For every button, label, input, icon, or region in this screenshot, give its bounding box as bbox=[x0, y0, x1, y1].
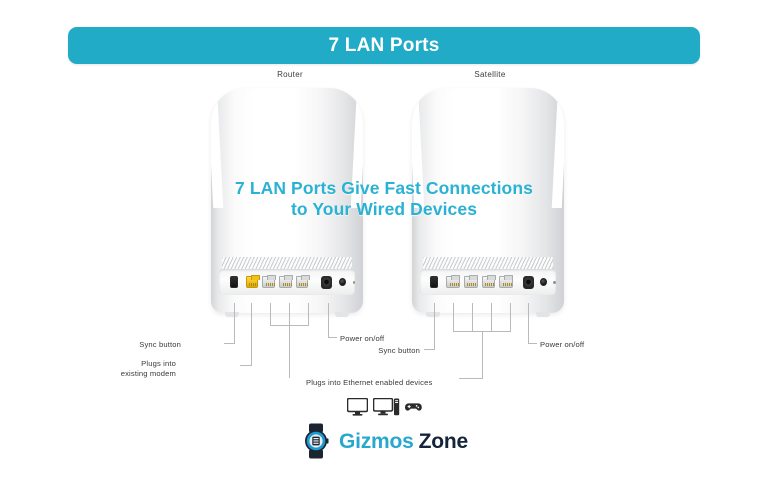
leader-sat-lan2 bbox=[472, 303, 473, 331]
leader-sat-lan1 bbox=[453, 303, 454, 331]
leader-router-lan2 bbox=[289, 303, 290, 325]
logo-text-primary: Gizmos bbox=[338, 429, 414, 453]
router-port-tray bbox=[219, 269, 356, 295]
router-sync-button[interactable] bbox=[230, 276, 238, 288]
leader-sat-lan-drop bbox=[482, 331, 483, 378]
leader-sat-power-h bbox=[528, 343, 537, 344]
leader-sat-sync bbox=[434, 303, 435, 349]
leader-sat-lan3 bbox=[491, 303, 492, 331]
page-title: 7 LAN Ports bbox=[328, 35, 440, 56]
desktop-computer-icon bbox=[372, 398, 399, 416]
satellite-top-taper bbox=[412, 88, 564, 208]
leader-router-power bbox=[328, 303, 329, 337]
satellite-foot-right bbox=[536, 312, 550, 317]
leader-sat-sync-h bbox=[424, 349, 435, 350]
header-banner: 7 LAN Ports bbox=[68, 27, 700, 64]
leader-sat-power bbox=[528, 303, 529, 343]
satellite-lan-port-3[interactable] bbox=[481, 275, 496, 288]
leader-router-wan bbox=[251, 303, 252, 365]
router-lan-port-3[interactable] bbox=[295, 275, 310, 288]
connected-devices-icons bbox=[0, 396, 768, 418]
router-lan-port-2[interactable] bbox=[279, 275, 293, 288]
leader-router-wan-h bbox=[240, 365, 252, 366]
leader-sat-lan4 bbox=[510, 303, 511, 331]
satellite-lan-port-1[interactable] bbox=[446, 275, 460, 288]
router-power-jack[interactable] bbox=[321, 275, 332, 289]
gamepad-icon bbox=[404, 403, 422, 411]
satellite-foot-left bbox=[426, 312, 440, 317]
smartwatch-icon bbox=[304, 423, 329, 459]
headline: 7 LAN Ports Give Fast Connections to You… bbox=[0, 178, 768, 220]
label-router-ethernet: Plugs into Ethernet enabled devices bbox=[306, 378, 433, 387]
satellite-power-jack[interactable] bbox=[522, 275, 534, 289]
satellite-lan-port-4[interactable] bbox=[499, 275, 513, 288]
label-satellite-sync: Sync button bbox=[378, 346, 420, 355]
satellite-status-led bbox=[553, 280, 557, 284]
router-top-taper bbox=[211, 88, 363, 208]
device-caption-satellite: Satellite bbox=[474, 70, 506, 79]
leader-router-sync bbox=[234, 303, 235, 343]
satellite-sync-button[interactable] bbox=[430, 276, 439, 288]
label-router-modem-line2: existing modem bbox=[120, 369, 176, 378]
router-status-led bbox=[352, 280, 356, 284]
leader-router-sync-h bbox=[224, 343, 235, 344]
leader-router-lan1 bbox=[270, 303, 271, 325]
logo-text-secondary: Zone bbox=[418, 429, 469, 453]
device-router bbox=[211, 88, 363, 317]
headline-line-1: 7 LAN Ports Give Fast Connections bbox=[235, 178, 533, 198]
satellite-power-button[interactable] bbox=[539, 278, 548, 286]
router-foot-left bbox=[225, 312, 239, 317]
router-foot-right bbox=[335, 312, 349, 317]
leader-router-lan3 bbox=[308, 303, 309, 325]
satellite-vents bbox=[423, 257, 553, 269]
satellite-port-tray bbox=[420, 269, 557, 295]
device-caption-router: Router bbox=[277, 70, 303, 79]
satellite-lan-port-2[interactable] bbox=[463, 275, 478, 288]
label-satellite-power: Power on/off bbox=[540, 340, 585, 349]
label-router-sync: Sync button bbox=[139, 340, 181, 349]
leader-router-power-h bbox=[328, 337, 337, 338]
headline-line-2: to Your Wired Devices bbox=[290, 199, 478, 219]
monitor-icon bbox=[346, 398, 368, 416]
router-power-button[interactable] bbox=[338, 278, 346, 286]
leader-router-lan-drop bbox=[289, 325, 290, 378]
label-router-power: Power on/off bbox=[340, 334, 385, 343]
leader-sat-lan-join bbox=[459, 378, 483, 379]
label-router-modem: Plugs into existing modem bbox=[98, 359, 176, 379]
label-router-modem-line1: Plugs into bbox=[141, 359, 176, 368]
router-wan-port[interactable] bbox=[245, 275, 260, 288]
router-vents bbox=[222, 257, 352, 269]
router-lan-port-1[interactable] bbox=[262, 275, 277, 288]
